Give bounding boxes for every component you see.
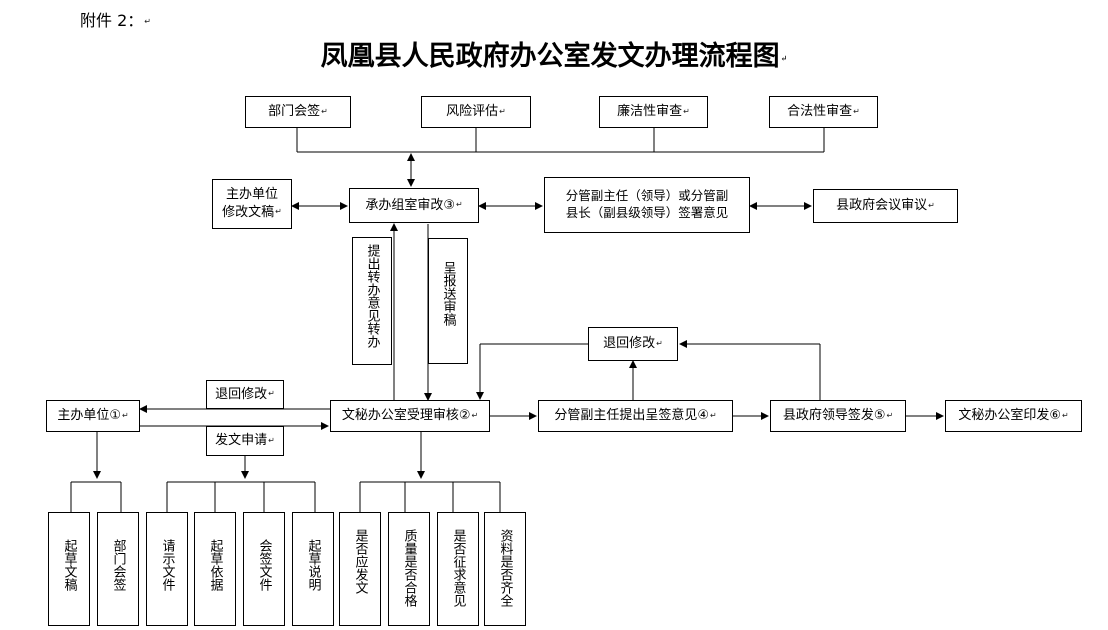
- main-unit-revise-line-1: 主办单位: [225, 187, 278, 203]
- bottom-box-draft-note: 起草说明: [292, 512, 334, 626]
- review-box-risk-assessment: 风险评估: [421, 96, 531, 128]
- bottom-box-should-issue: 是否应发文: [339, 512, 381, 626]
- paragraph-mark-icon: [499, 107, 506, 118]
- main-unit-revise-line-2: 修改文稿: [222, 204, 282, 222]
- submit-note-box: 呈报送审稿: [428, 238, 468, 364]
- bottom-box-dept-cosign: 部门会签: [97, 512, 139, 626]
- county-meeting-label: 县政府会议审议: [836, 198, 928, 214]
- bottom-box-opinion: 是否征求意见: [437, 512, 479, 626]
- paragraph-mark-icon: [853, 107, 860, 118]
- attachment-label-text: 附件 2：: [80, 11, 144, 30]
- deputy-director-box: 分管副主任提出呈签意见④: [538, 400, 733, 432]
- bottom-box-label: 起草依据: [207, 539, 223, 591]
- leader-sign-line-2: 县长（副县级领导）签署意见: [565, 205, 729, 220]
- paragraph-mark-icon: [781, 53, 788, 63]
- paragraph-mark-icon: [1062, 411, 1069, 422]
- return-modify-left-label: 退回修改: [215, 386, 268, 402]
- paragraph-mark-icon: [710, 411, 717, 422]
- paragraph-mark-icon: [471, 411, 478, 422]
- bottom-box-label: 部门会签: [110, 539, 126, 591]
- county-leader-box: 县政府领导签发⑤: [770, 400, 906, 432]
- county-meeting-box: 县政府会议审议: [813, 189, 958, 223]
- attachment-label: 附件 2：: [80, 7, 151, 31]
- bottom-box-label: 是否征求意见: [450, 529, 466, 607]
- leader-sign-box: 分管副主任（领导）或分管副 县长（副县级领导）签署意见: [544, 177, 750, 233]
- secretary-accept-label: 文秘办公室受理审核②: [341, 408, 471, 424]
- bottom-box-label: 质量是否合格: [401, 529, 417, 607]
- return-modify-top-box: 退回修改: [588, 327, 678, 361]
- bottom-box-label: 请示文件: [159, 539, 175, 591]
- review-box-legality: 合法性审查: [769, 96, 878, 128]
- bottom-box-label: 会签文件: [256, 539, 272, 591]
- transfer-note-box: 提出转办意见转办: [352, 237, 392, 365]
- secretary-accept-box: 文秘办公室受理审核②: [330, 400, 490, 432]
- submit-note-text: 呈报送审稿: [440, 261, 456, 326]
- paragraph-mark-icon: [656, 339, 663, 350]
- bottom-box-draft: 起草文稿: [48, 512, 90, 626]
- secretary-print-label: 文秘办公室印发⑥: [958, 408, 1061, 424]
- paragraph-mark-icon: [928, 201, 935, 212]
- bottom-box-draft-basis: 起草依据: [194, 512, 236, 626]
- paragraph-mark-icon: [144, 17, 151, 26]
- bottom-box-materials: 资料是否齐全: [484, 512, 526, 626]
- paragraph-mark-icon: [122, 411, 129, 422]
- send-request-box: 发文申请: [206, 426, 284, 456]
- diagram-title-text: 凤凰县人民政府办公室发文办理流程图: [320, 41, 780, 72]
- paragraph-mark-icon: [886, 411, 893, 422]
- deputy-director-label: 分管副主任提出呈签意见④: [554, 408, 709, 424]
- paragraph-mark-icon: [275, 207, 282, 216]
- review-box-dept-cosign: 部门会签: [245, 96, 351, 128]
- bottom-box-cosign-doc: 会签文件: [243, 512, 285, 626]
- county-leader-label: 县政府领导签发⑤: [782, 408, 886, 424]
- review-box-label: 合法性审查: [787, 104, 853, 120]
- return-modify-top-label: 退回修改: [603, 336, 656, 352]
- bottom-box-label: 起草文稿: [61, 539, 77, 591]
- secretary-print-box: 文秘办公室印发⑥: [945, 400, 1082, 432]
- main-unit-label: 主办单位①: [57, 408, 121, 424]
- main-unit-box: 主办单位①: [46, 400, 140, 432]
- bottom-box-label: 起草说明: [305, 539, 321, 591]
- paragraph-mark-icon: [321, 107, 328, 118]
- review-box-label: 部门会签: [268, 104, 321, 120]
- bottom-box-request-doc: 请示文件: [146, 512, 188, 626]
- chengban-review-label: 承办组室审改③: [365, 197, 455, 213]
- paragraph-mark-icon: [268, 436, 275, 447]
- send-request-label: 发文申请: [215, 433, 268, 449]
- paragraph-mark-icon: [268, 389, 275, 400]
- paragraph-mark-icon: [456, 200, 463, 211]
- review-box-label: 廉洁性审查: [617, 104, 683, 120]
- return-modify-left-box: 退回修改: [206, 380, 284, 409]
- review-box-label: 风险评估: [446, 104, 499, 120]
- transfer-note-text: 提出转办意见转办: [364, 244, 380, 348]
- review-box-integrity: 廉洁性审查: [599, 96, 708, 128]
- main-unit-revise-box: 主办单位 修改文稿: [212, 179, 292, 229]
- paragraph-mark-icon: [683, 107, 690, 118]
- leader-sign-line-1: 分管副主任（领导）或分管副: [565, 188, 729, 204]
- bottom-box-quality: 质量是否合格: [388, 512, 430, 626]
- bottom-box-label: 资料是否齐全: [497, 529, 513, 607]
- chengban-review-box: 承办组室审改③: [349, 188, 479, 223]
- bottom-box-label: 是否应发文: [352, 529, 368, 594]
- diagram-title: 凤凰县人民政府办公室发文办理流程图: [0, 34, 1108, 73]
